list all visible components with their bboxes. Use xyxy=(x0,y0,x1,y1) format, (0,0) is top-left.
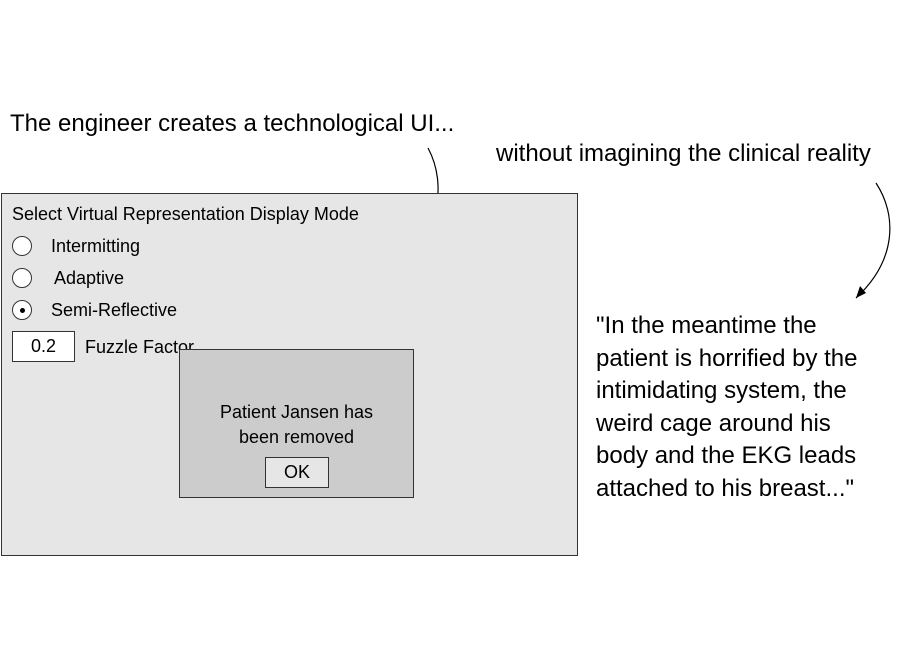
option-label: Semi-Reflective xyxy=(51,299,178,320)
ok-button[interactable]: OK xyxy=(265,457,329,488)
window-title: Select Virtual Representation Display Mo… xyxy=(12,204,359,224)
option-semi-reflective[interactable]: Semi-Reflective xyxy=(12,298,177,322)
option-label: Intermitting xyxy=(51,235,141,256)
radio-button-selected[interactable] xyxy=(12,300,32,320)
dialog-message-line: been removed xyxy=(238,427,355,447)
dialog-message: Patient Jansen has been removed xyxy=(180,400,413,450)
radio-button[interactable] xyxy=(12,268,32,288)
quote-line: patient is horrified by the xyxy=(596,344,858,372)
quote-line: intimidating system, the xyxy=(596,377,847,404)
quote-line: body and the EKG leads xyxy=(596,442,857,469)
removal-dialog: Patient Jansen has been removed OK xyxy=(179,349,414,498)
engineer-caption: The engineer creates a technological UI.… xyxy=(10,110,455,137)
clinical-caption: without imagining the clinical reality xyxy=(496,140,871,167)
quote-line: "In the meantime the xyxy=(596,312,817,339)
option-adaptive[interactable]: Adaptive xyxy=(12,266,124,290)
option-label: Adaptive xyxy=(54,267,125,288)
display-mode-window: Select Virtual Representation Display Mo… xyxy=(1,193,578,556)
patient-quote: "In the meantime the patient is horrifie… xyxy=(596,310,918,505)
dialog-message-line: Patient Jansen has xyxy=(219,402,374,422)
fuzz-factor-label: Fuzzle Factor xyxy=(85,337,195,357)
quote-line: attached to his breast..." xyxy=(596,474,854,502)
radio-button[interactable] xyxy=(12,236,32,256)
option-intermitting[interactable]: Intermitting xyxy=(12,234,140,258)
fuzz-factor-input[interactable]: 0.2 xyxy=(12,331,75,362)
arrow-to-quote xyxy=(855,182,891,299)
quote-line: weird cage around his xyxy=(596,409,831,437)
